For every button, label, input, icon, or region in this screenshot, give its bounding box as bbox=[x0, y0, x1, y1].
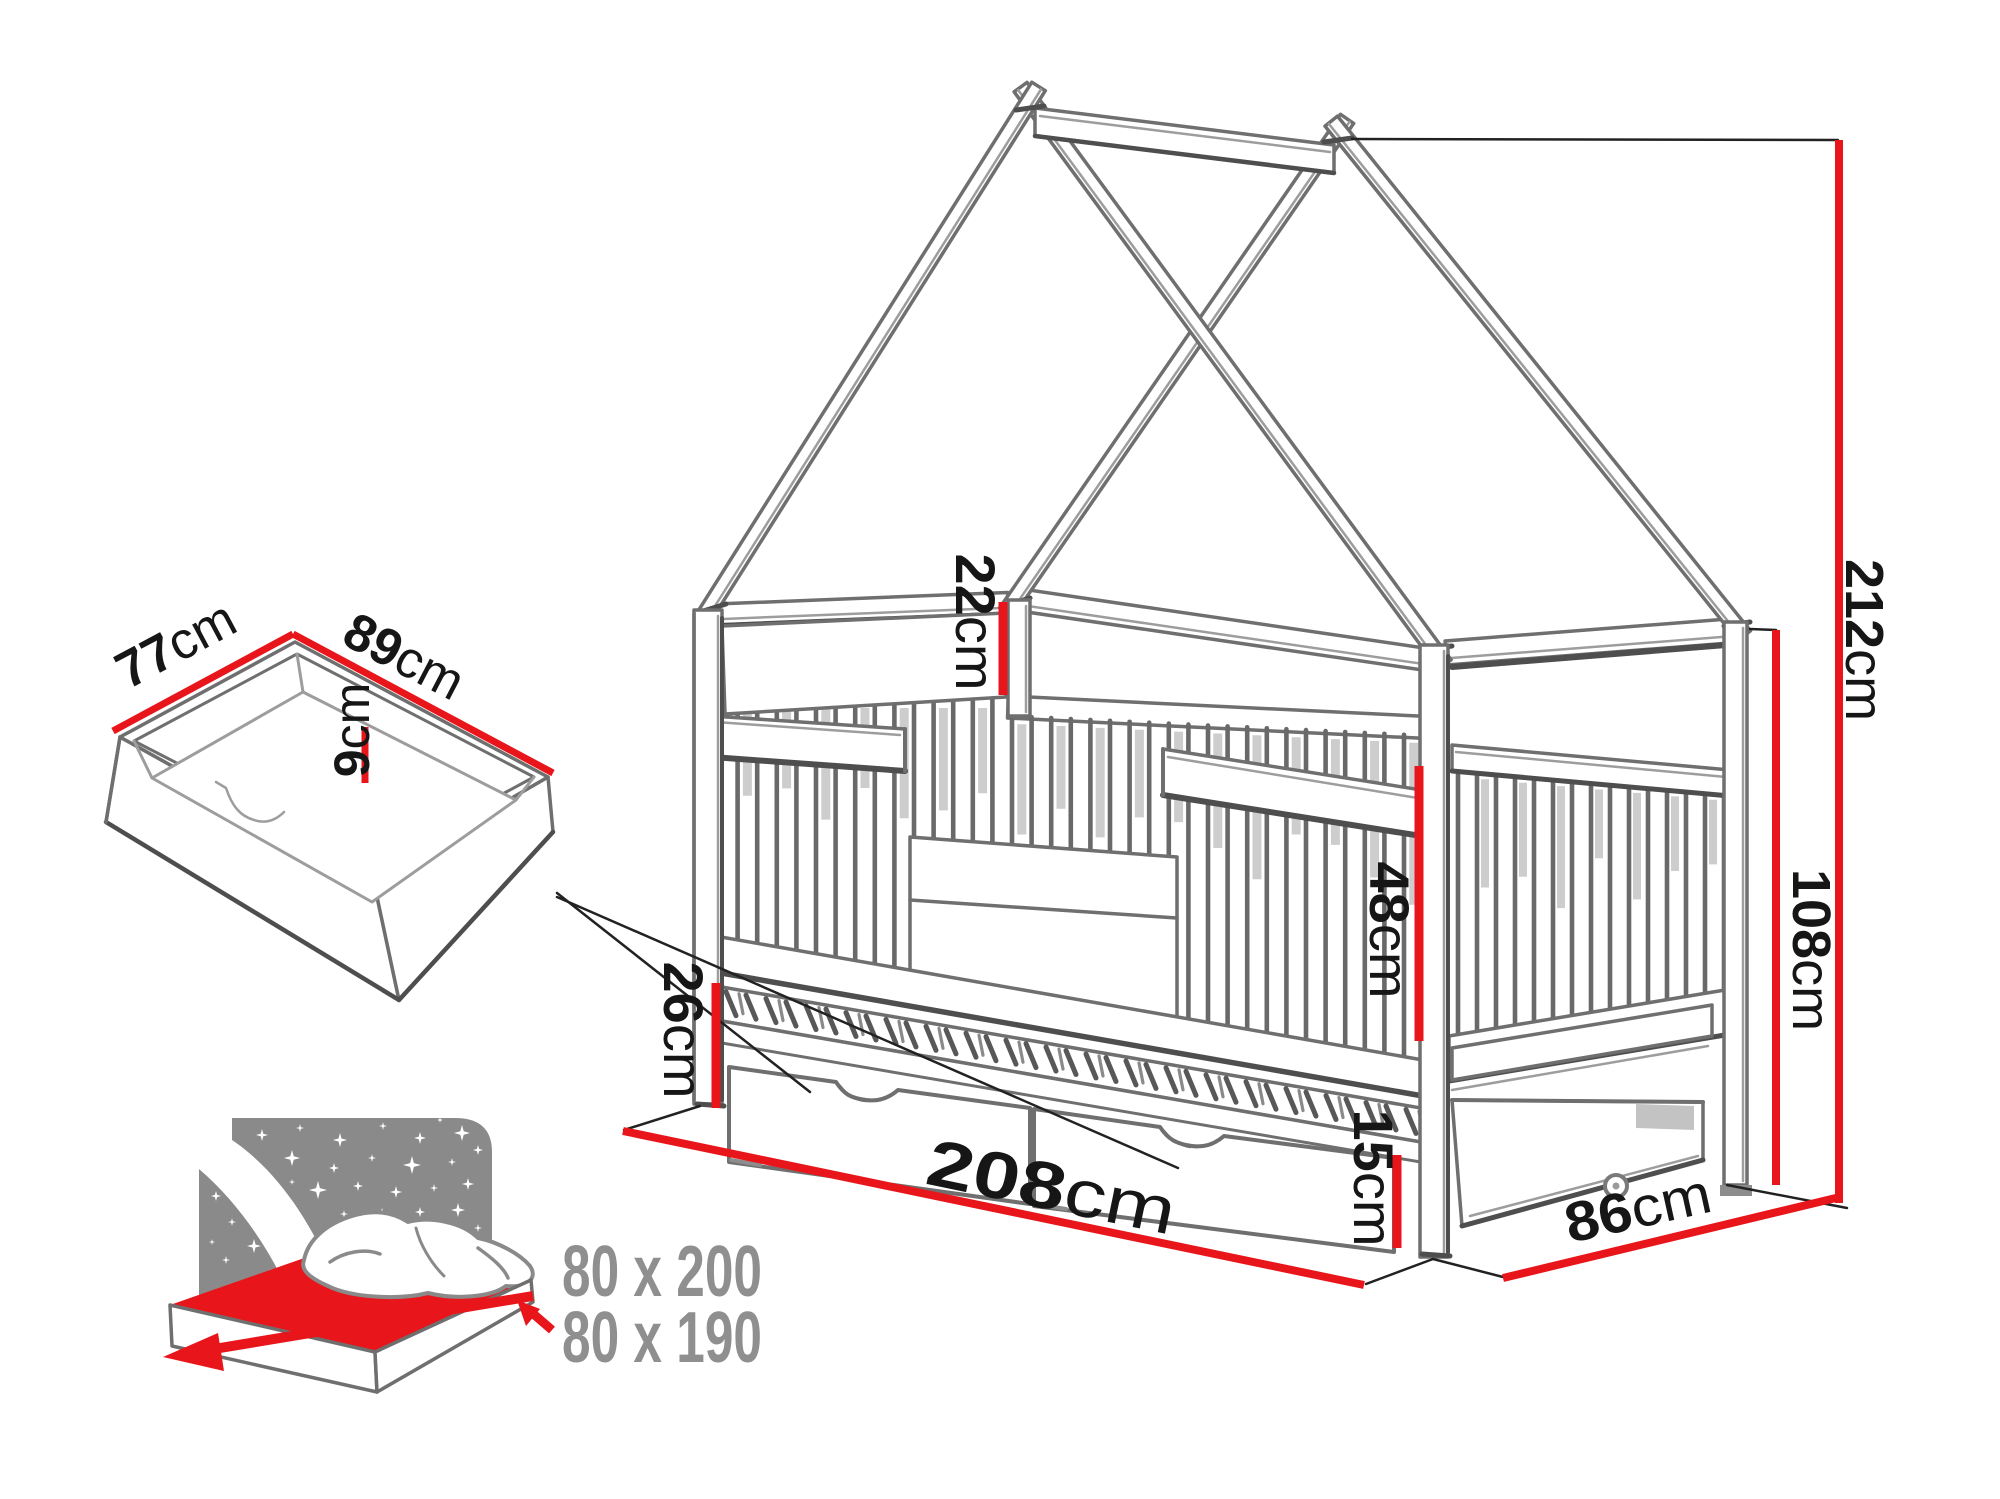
svg-text:212cm: 212cm bbox=[1834, 559, 1894, 721]
svg-text:15cm: 15cm bbox=[1342, 1110, 1405, 1247]
svg-text:80 x 190: 80 x 190 bbox=[562, 1298, 762, 1378]
svg-text:48cm: 48cm bbox=[1358, 862, 1421, 999]
svg-text:9cm: 9cm bbox=[324, 683, 380, 777]
svg-text:22cm: 22cm bbox=[944, 554, 1007, 691]
svg-text:108cm: 108cm bbox=[1781, 869, 1841, 1031]
svg-text:26cm: 26cm bbox=[652, 962, 715, 1099]
svg-text:80 x 200: 80 x 200 bbox=[562, 1232, 762, 1312]
